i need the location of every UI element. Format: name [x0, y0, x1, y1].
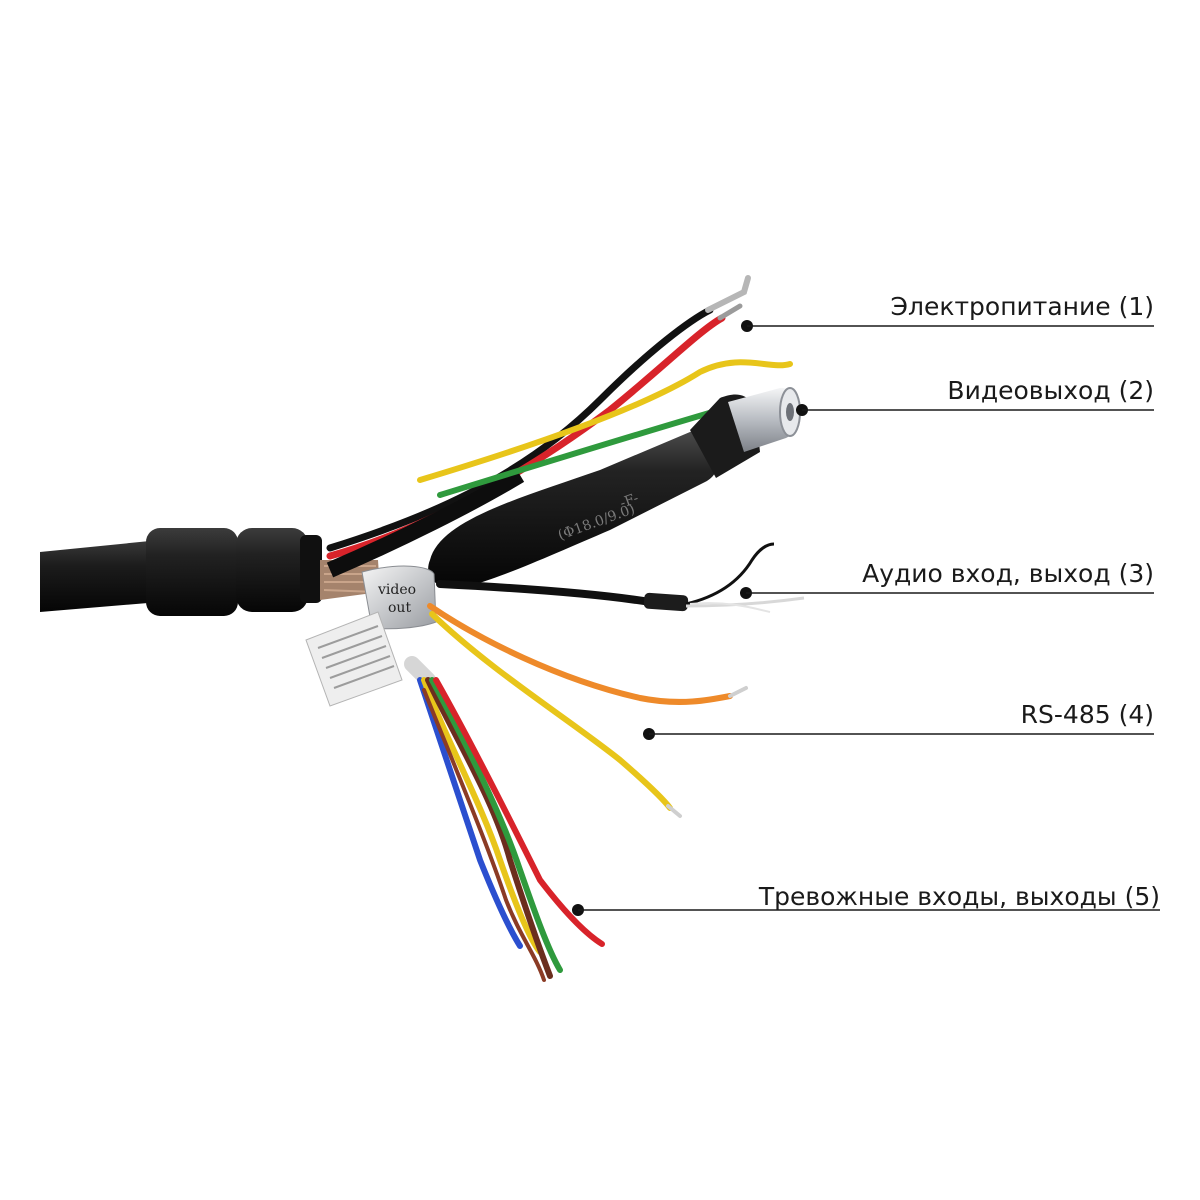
leader-audio — [740, 587, 1154, 599]
label-audio: Аудио вход, выход (3) — [862, 559, 1154, 588]
video-tag-line2: out — [388, 600, 411, 616]
wiring-sticker — [305, 611, 403, 707]
sleeve-mark-f: -F- — [618, 490, 641, 511]
bnc-connector — [690, 387, 801, 478]
leader-power — [741, 320, 1154, 332]
leader-video — [796, 404, 1154, 416]
label-rs485: RS-485 (4) — [1020, 700, 1154, 729]
video-tag-line1: video — [377, 582, 416, 598]
leader-alarm — [572, 904, 1160, 916]
rs485-wires — [427, 603, 748, 818]
audio-wires — [436, 542, 805, 613]
main-cable — [40, 540, 160, 612]
ferrite-bead — [146, 528, 322, 616]
video-out-tag: video out — [361, 565, 437, 630]
leader-rs485 — [643, 728, 1154, 740]
label-video: Видеовыход (2) — [947, 376, 1154, 405]
alarm-wires — [404, 656, 605, 982]
label-alarm: Тревожные входы, выходы (5) — [758, 882, 1160, 911]
label-power: Электропитание (1) — [890, 292, 1154, 321]
